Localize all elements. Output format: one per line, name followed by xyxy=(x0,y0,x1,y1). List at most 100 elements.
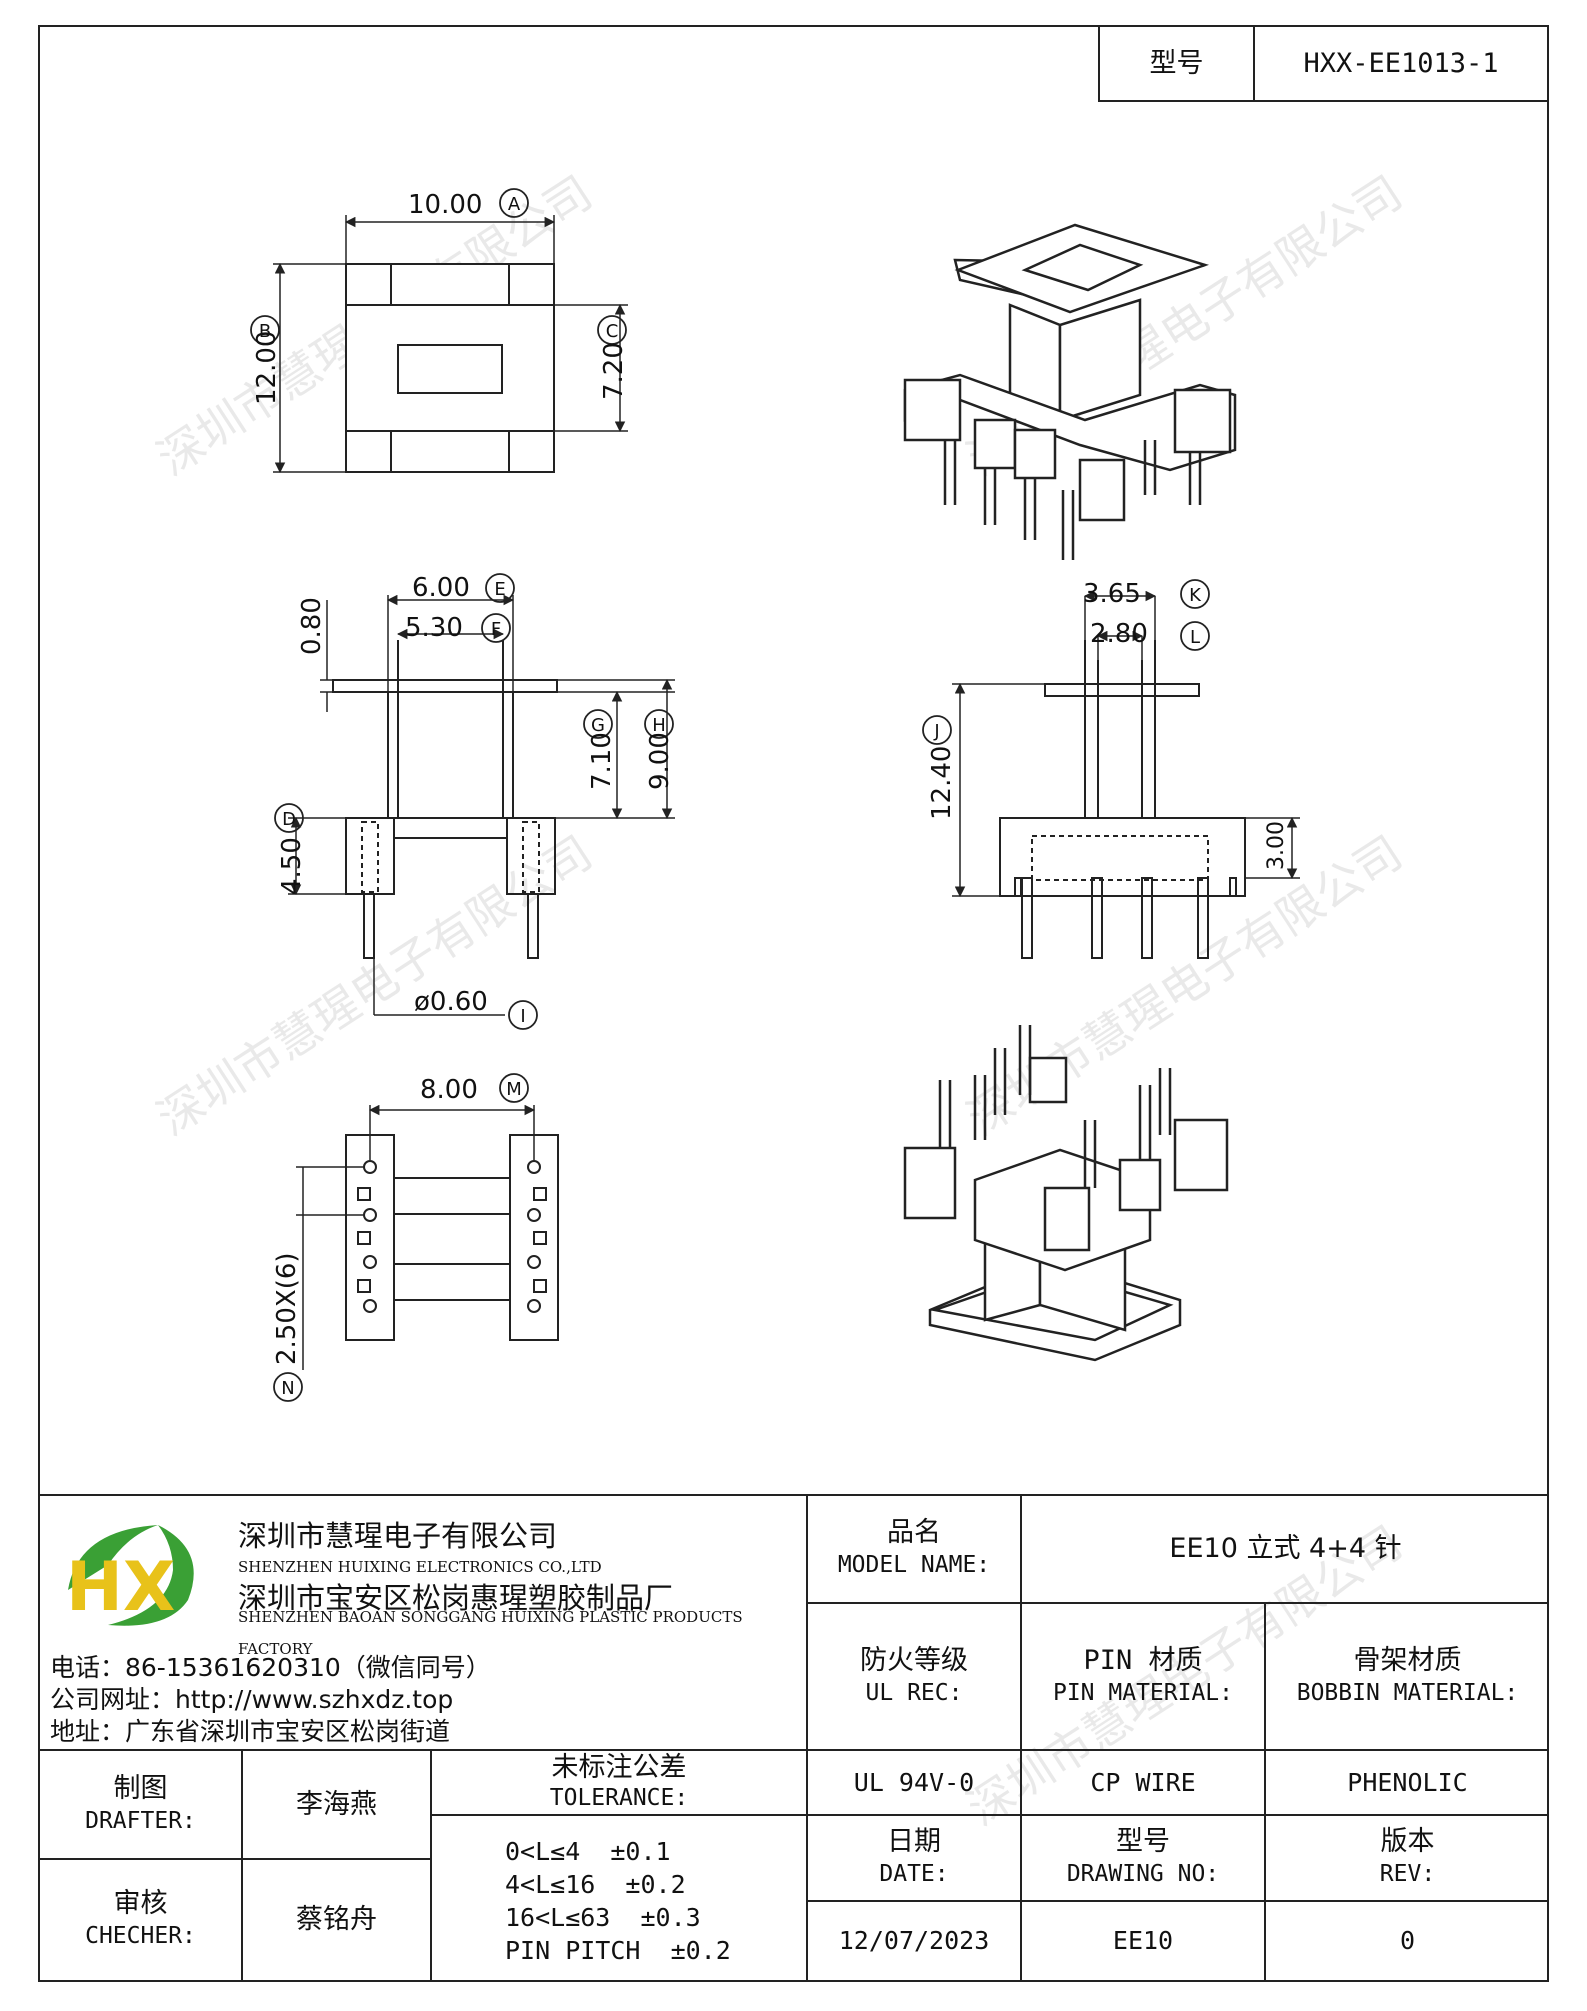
isometric-view-top xyxy=(903,223,1237,560)
model-name-value: EE10 立式 4+4 针 xyxy=(1169,1533,1402,1564)
company-name-cn: 深圳市慧瑆电子有限公司 xyxy=(238,1519,558,1553)
bobbin-material-label-en: BOBBIN MATERIAL: xyxy=(1296,1679,1519,1706)
company-name-en: SHENZHEN HUIXING ELECTRONICS CO.,LTD xyxy=(238,1558,602,1576)
model-name-label: 品名 MODEL NAME: xyxy=(808,1496,1020,1602)
bobbin-material-value: PHENOLIC xyxy=(1347,1767,1468,1797)
company-address: 地址：广东省深圳市宝安区松岗街道 xyxy=(50,1717,451,1746)
dim-k-value: 3.65 xyxy=(1083,579,1141,609)
tolerance-rows: 0<L≤4 ±0.1 4<L≤16 ±0.2 16<L≤63 ±0.3 PIN … xyxy=(505,1822,805,1980)
dim-l-value: 2.80 xyxy=(1090,619,1148,649)
dim-f-value: 5.30 xyxy=(405,613,463,643)
company-logo: HX xyxy=(66,1525,194,1627)
dim-m-value: 8.00 xyxy=(420,1075,478,1105)
dim-d-value: 4.50 xyxy=(277,837,307,895)
title-block-divider xyxy=(241,1749,243,1982)
side-view xyxy=(999,640,1246,959)
tolerance-row: 16<L≤63 ±0.3 xyxy=(505,1903,701,1932)
dim-tag-e: E xyxy=(494,579,505,600)
drawing-no-label-cn: 型号 xyxy=(1116,1826,1170,1857)
drawing-frame xyxy=(38,25,1549,1982)
date-label-cn: 日期 xyxy=(887,1826,941,1857)
fire-rating-value: UL 94V-0 xyxy=(853,1767,975,1797)
title-block-divider xyxy=(806,1900,1549,1902)
drawing-no-label: 型号 DRAWING NO: xyxy=(1022,1816,1264,1900)
title-block-divider xyxy=(1264,1602,1266,1982)
tolerance-label: 未标注公差 TOLERANCE: xyxy=(432,1751,806,1814)
title-block-divider xyxy=(1020,1494,1022,1982)
dim-tag-k: K xyxy=(1189,585,1202,606)
front-view xyxy=(332,640,558,959)
dim-tag-h: H xyxy=(652,715,666,736)
checker-label-cn: 审核 xyxy=(113,1888,168,1919)
model-name-label-cn: 品名 xyxy=(887,1517,941,1548)
tolerance-row: PIN PITCH ±0.2 xyxy=(505,1936,731,1965)
dim-g-value: 7.10 xyxy=(587,732,617,790)
date-value: 12/07/2023 xyxy=(838,1926,990,1955)
dim-e-value: 6.00 xyxy=(412,573,470,603)
drafter-label: 制图 DRAFTER: xyxy=(40,1751,241,1858)
title-block-divider xyxy=(430,1749,432,1982)
revision-label-cn: 版本 xyxy=(1380,1826,1435,1857)
pin-material-label: PIN 材质 PIN MATERIAL: xyxy=(1022,1604,1264,1749)
title-block-divider xyxy=(806,1494,808,1982)
dim-tag-d: D xyxy=(282,809,296,830)
factory-name-en: SHENZHEN BAOAN SONGGANG HUIXING PLASTIC … xyxy=(238,1608,743,1658)
pin-material-label-cn: PIN 材质 xyxy=(1083,1644,1203,1676)
header-divider xyxy=(1253,25,1255,102)
revision-label-en: REV: xyxy=(1379,1861,1436,1887)
fire-rating-label-cn: 防火等级 xyxy=(860,1644,968,1676)
dim-tag-c: C xyxy=(606,321,619,342)
dim-j-value: 12.40 xyxy=(927,746,957,820)
dim-i-value: ø0.60 xyxy=(414,987,488,1017)
dim-tag-i: I xyxy=(520,1006,525,1027)
dim-a-value: 10.00 xyxy=(408,190,482,220)
drawing-no-value: EE10 xyxy=(1112,1926,1174,1955)
title-block-divider xyxy=(806,1602,1549,1604)
dim-top-offset-value: 0.80 xyxy=(297,597,327,655)
company-phone: 电话：86-15361620310（微信同号） xyxy=(50,1653,491,1682)
drawing-no-label-en: DRAWING NO: xyxy=(1066,1861,1220,1887)
dim-b-value: 12.00 xyxy=(252,331,282,405)
tolerance-row: 0<L≤4 ±0.1 xyxy=(505,1837,671,1866)
fire-rating-label-en: UL REC: xyxy=(865,1679,963,1706)
bobbin-material-label-cn: 骨架材质 xyxy=(1353,1644,1462,1676)
revision-value: 0 xyxy=(1399,1926,1416,1955)
title-block-divider xyxy=(38,1858,432,1860)
checker-label: 审核 CHECHER: xyxy=(40,1860,241,1980)
factory-name-cn: 深圳市宝安区松岗惠瑆塑胶制品厂 xyxy=(238,1581,674,1615)
tolerance-row: 4<L≤16 ±0.2 xyxy=(505,1870,686,1899)
revision-label: 版本 REV: xyxy=(1266,1816,1549,1900)
dim-side-pin-value: 3.00 xyxy=(1264,821,1289,870)
dim-tag-l: L xyxy=(1190,627,1200,648)
dim-tag-n: N xyxy=(281,1378,294,1399)
model-name-label-en: MODEL NAME: xyxy=(837,1552,991,1578)
title-block-divider xyxy=(432,1814,1549,1816)
bottom-view xyxy=(345,1134,559,1341)
dim-c-value: 7.20 xyxy=(599,342,629,400)
dim-tag-a: A xyxy=(508,194,521,215)
isometric-view-bottom xyxy=(903,1025,1229,1362)
title-block-divider xyxy=(38,1494,1549,1496)
drafter-label-cn: 制图 xyxy=(113,1772,168,1804)
header-model-value: HXX-EE1013-1 xyxy=(1303,47,1499,79)
dim-tag-g: G xyxy=(591,715,605,736)
date-label-en: DATE: xyxy=(879,1861,949,1887)
drawing-area: 10.00 12.00 7.20 6.00 5.30 0.80 7.10 9.0… xyxy=(250,188,1300,1402)
dim-n-value: 2.50X(6) xyxy=(272,1252,302,1365)
title-block-divider xyxy=(38,1749,1549,1751)
header-divider xyxy=(1098,100,1549,102)
checker-value: 蔡铭舟 xyxy=(296,1904,377,1935)
tolerance-label-cn: 未标注公差 xyxy=(551,1751,687,1783)
dim-tag-f: F xyxy=(491,619,501,640)
pin-material-label-en: PIN MATERIAL: xyxy=(1052,1679,1233,1706)
checker-label-en: CHECHER: xyxy=(85,1923,196,1949)
header-divider xyxy=(1098,25,1100,102)
header-model-label: 型号 xyxy=(1149,47,1204,79)
dim-h-value: 9.00 xyxy=(645,732,675,790)
top-view xyxy=(345,263,555,473)
dim-tag-b: B xyxy=(259,321,271,342)
dim-tag-m: M xyxy=(506,1079,522,1100)
drafter-value: 李海燕 xyxy=(296,1788,377,1820)
dim-tag-j: J xyxy=(933,721,939,742)
company-website: 公司网址：http://www.szhxdz.top xyxy=(50,1685,454,1714)
